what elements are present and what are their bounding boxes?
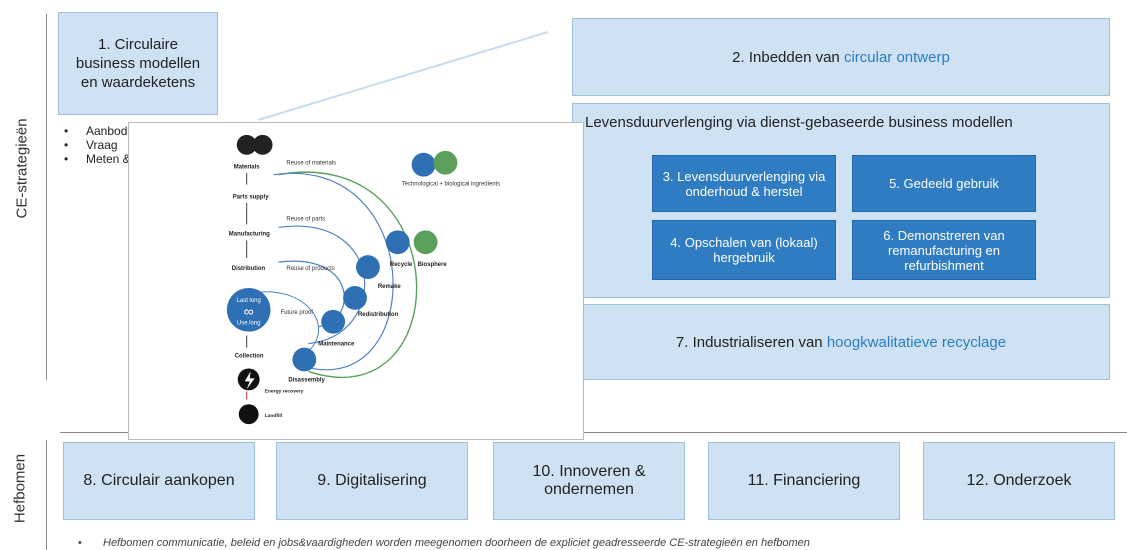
chain-label: Materials: [234, 165, 260, 171]
infinity-icon: ∞: [244, 303, 254, 319]
maintenance-icon: [321, 309, 346, 334]
item-shared-use: 5. Gedeeld gebruik: [852, 155, 1036, 212]
box2-accent: circular ontwerp: [843, 48, 950, 66]
bullet-item: Aanbod: [64, 124, 187, 138]
recycle-icon: [385, 230, 410, 255]
loop-label: Reuse of materials: [286, 161, 336, 167]
lever-research: 12. Onderzoek: [923, 442, 1115, 520]
landfill-icon: [238, 404, 259, 425]
leaf-icon: [433, 150, 458, 175]
node-label: Disassembly: [288, 377, 325, 383]
node-label: Redistribution: [358, 312, 399, 318]
loop-label: Future proof: [280, 310, 313, 316]
levers-divider: [46, 440, 47, 550]
lifetime-title: Levensduurverlenging via dienst-gebaseer…: [585, 114, 1013, 131]
loop-label: Reuse of products: [286, 266, 334, 272]
connector-line: [257, 31, 549, 121]
chain-label: Landfill: [265, 413, 283, 419]
box-recycling: 7. Industrialiseren van hoogkwalitatieve…: [572, 304, 1110, 380]
chain-label: Collection: [235, 354, 264, 360]
redistribution-icon: [343, 285, 367, 310]
footnote-bullet-icon: •: [78, 537, 82, 549]
disassembly-icon: [292, 347, 317, 372]
chain-label: Distribution: [232, 266, 266, 272]
node-label: Recycle: [390, 262, 413, 268]
lever-digitalisation: 9. Digitalisering: [276, 442, 468, 520]
strategies-divider: [46, 14, 47, 380]
chain-label: Manufacturing: [229, 231, 270, 237]
node-label: Biosphere: [418, 262, 448, 268]
chain-label: Parts supply: [233, 195, 269, 201]
levers-label: Hefbomen: [11, 453, 29, 524]
biosphere-icon: [413, 230, 438, 255]
ce-strategies-label: CE-strategieën: [13, 118, 31, 219]
center-bottom-label: Use long: [237, 321, 261, 327]
node-label: Remake: [378, 284, 402, 290]
loop-arc-materials-2: [273, 172, 394, 371]
lever-innovation: 10. Innoveren & ondernemen: [493, 442, 685, 520]
footnote-text: Hefbomen communicatie, beleid en jobs&va…: [103, 537, 810, 549]
box-circular-design: 2. Inbedden van circular ontwerp: [572, 18, 1110, 96]
item-remanufacturing: 6. Demonstreren van remanufacturing en r…: [852, 220, 1036, 280]
item-local-reuse: 4. Opschalen van (lokaal) hergebruik: [652, 220, 836, 280]
loop-arc-future: [248, 291, 320, 352]
box2-prefix: 2. Inbedden van: [732, 48, 844, 66]
box7-prefix: 7. Industrialiseren van: [675, 333, 827, 351]
loop-label: Reuse of parts: [286, 216, 325, 222]
materials-icon: [236, 134, 257, 155]
node-label: Maintenance: [318, 342, 355, 348]
center-top-label: Last long: [237, 298, 261, 304]
bullet-item: Vraag: [64, 138, 187, 152]
section-divider: [60, 432, 1127, 433]
box7-accent: hoogkwalitatieve recyclage: [826, 333, 1007, 351]
footnote: • Hefbomen communicatie, beleid en jobs&v…: [78, 537, 810, 549]
last-long-circle: [226, 287, 271, 332]
box-circular-business-models: 1. Circulaire business modellen en waard…: [58, 12, 218, 115]
box1-title: 1. Circulaire business modellen en waard…: [75, 36, 201, 91]
lever-financing: 11. Financiering: [708, 442, 900, 520]
loop-arc-materials: [278, 171, 418, 379]
chain-label: Energy recovery: [265, 388, 304, 394]
lever-circular-procurement: 8. Circulair aankopen: [63, 442, 255, 520]
gear-icon: [411, 152, 436, 177]
circular-economy-diagram: Last long ∞ Use long Materials Parts sup…: [128, 122, 584, 440]
remake-icon: [356, 255, 380, 280]
item-maintenance-repair: 3. Levensduurverlenging via onderhoud & …: [652, 155, 836, 212]
ingredients-label: Technological + biological ingredients: [402, 182, 500, 188]
truck-icon: [252, 134, 273, 155]
